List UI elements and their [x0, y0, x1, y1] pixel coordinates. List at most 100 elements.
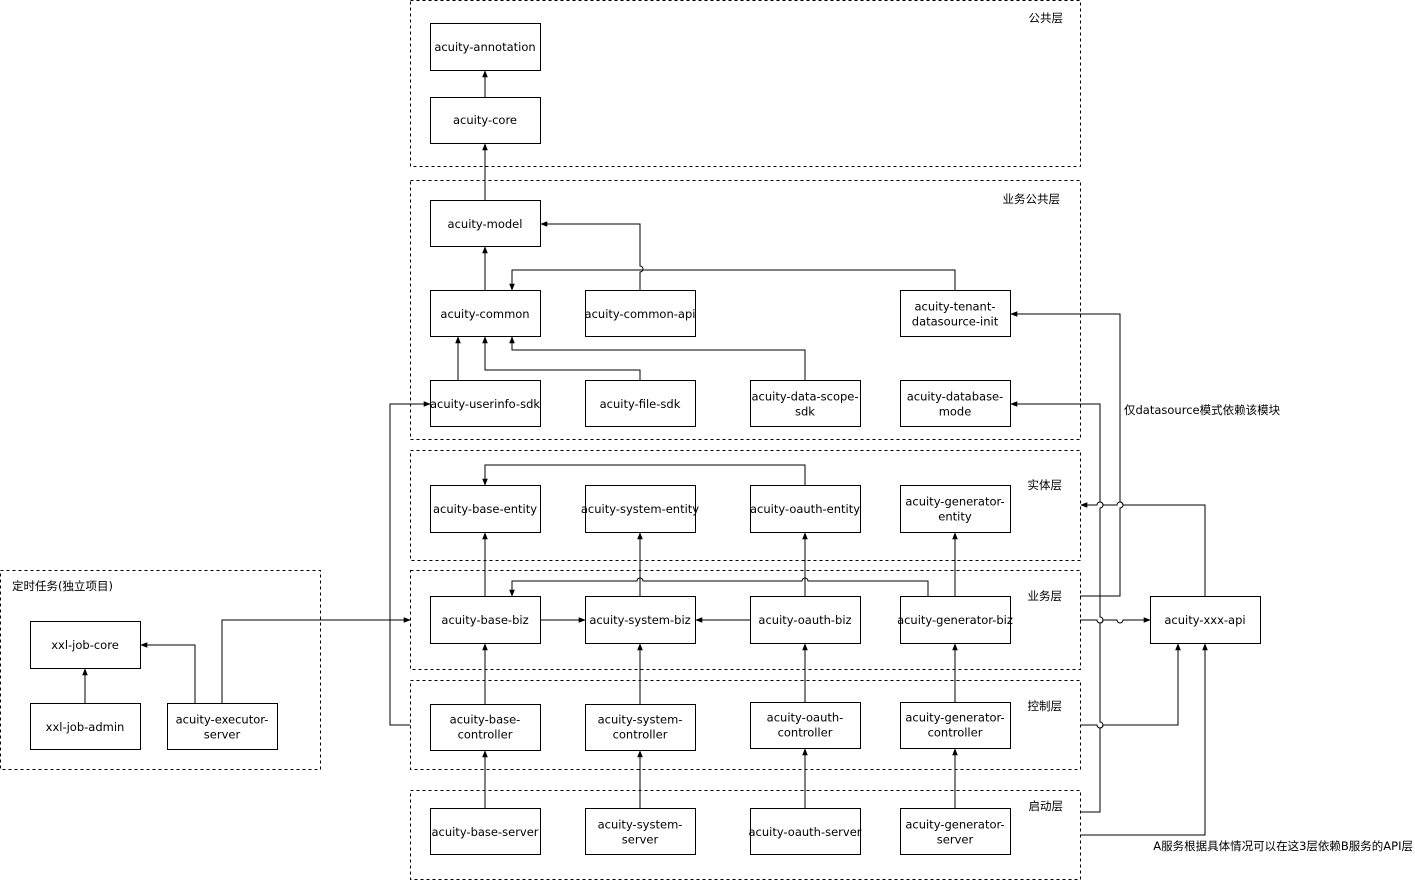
layer-job: 定时任务(独立项目): [0, 570, 321, 770]
node-label-line: acuity-userinfo-sdk: [430, 397, 540, 411]
node-label: acuity-core: [453, 113, 517, 127]
node-label-line: entity: [938, 510, 972, 524]
node-label: acuity-tenant-datasource-init: [912, 300, 999, 329]
node-label-line: acuity-database-: [907, 390, 1004, 404]
node-label-line: acuity-base-entity: [433, 502, 537, 516]
node-acuity-generator-controller[interactable]: acuity-generator-controller: [900, 702, 1011, 749]
node-acuity-common[interactable]: acuity-common: [430, 290, 541, 337]
node-label: acuity-database-mode: [907, 390, 1004, 419]
node-acuity-xxx-api[interactable]: acuity-xxx-api: [1150, 596, 1261, 644]
layer-startup-label: 启动层: [1029, 799, 1064, 813]
nodes: acuity-annotation acuity-core acuity-mod…: [30, 23, 1261, 855]
node-label-line: acuity-generator-: [905, 818, 1004, 832]
node-acuity-oauth-server[interactable]: acuity-oauth-server: [748, 808, 862, 855]
node-acuity-system-biz[interactable]: acuity-system-biz: [585, 596, 696, 644]
node-label: acuity-common-api: [585, 307, 696, 321]
node-label-line: acuity-annotation: [434, 40, 535, 54]
node-label-line: acuity-base-: [450, 713, 521, 727]
node-label-line: acuity-system-biz: [589, 613, 690, 627]
edge-filesdk-common: [482, 336, 641, 380]
node-label-line: acuity-system-: [598, 713, 683, 727]
node-label: acuity-common: [440, 307, 529, 321]
edge-controllerlayer-userinfo: [389, 401, 431, 726]
edge-xxxapi-entitylayer: [1080, 501, 1206, 596]
layer-job-label: 定时任务(独立项目): [12, 579, 113, 593]
layer-biz-label: 业务层: [1028, 589, 1063, 603]
node-label: acuity-annotation: [434, 40, 535, 54]
node-acuity-base-server[interactable]: acuity-base-server: [430, 808, 541, 855]
node-acuity-data-scope-sdk[interactable]: acuity-data-scope-sdk: [750, 380, 861, 427]
node-acuity-model[interactable]: acuity-model: [430, 200, 541, 247]
node-label-line: acuity-xxx-api: [1164, 613, 1245, 627]
layer-common-label: 公共层: [1029, 11, 1064, 25]
node-label: acuity-generator-entity: [905, 495, 1004, 524]
node-label-line: controller: [613, 728, 668, 742]
node-label-line: acuity-core: [453, 113, 517, 127]
node-acuity-oauth-controller[interactable]: acuity-oauth-controller: [750, 702, 861, 749]
node-label-line: controller: [458, 728, 513, 742]
edge-executor-xxlcore: [140, 642, 196, 703]
node-label: acuity-base-server: [431, 825, 538, 839]
node-acuity-system-entity[interactable]: acuity-system-entity: [581, 485, 699, 533]
node-label-line: acuity-model: [448, 217, 523, 231]
layer-entity: 实体层: [410, 450, 1081, 561]
node-label-line: acuity-generator-biz: [897, 613, 1013, 627]
edge-startuplayer-xxxapi: [1080, 643, 1208, 836]
node-acuity-userinfo-sdk[interactable]: acuity-userinfo-sdk: [430, 380, 541, 427]
node-label-line: acuity-common: [440, 307, 529, 321]
node-acuity-generator-server[interactable]: acuity-generator-server: [900, 808, 1011, 855]
node-label-line: server: [937, 833, 974, 847]
layer-common: 公共层: [410, 0, 1081, 167]
node-label-line: datasource-init: [912, 315, 999, 329]
node-label: acuity-oauth-server: [748, 825, 861, 839]
node-acuity-oauth-entity[interactable]: acuity-oauth-entity: [750, 485, 861, 533]
node-label-line: server: [622, 833, 659, 847]
node-label: acuity-data-scope-sdk: [751, 390, 858, 419]
edge-datascope-common: [509, 336, 806, 380]
node-label-line: acuity-common-api: [585, 307, 696, 321]
node-label: acuity-system-server: [598, 818, 683, 847]
node-acuity-base-biz[interactable]: acuity-base-biz: [430, 596, 541, 644]
edge-bizlayer-xxxapi: [1080, 617, 1151, 624]
node-acuity-base-controller[interactable]: acuity-base-controller: [430, 704, 541, 751]
node-label-line: xxl-job-admin: [46, 720, 125, 734]
node-acuity-common-api[interactable]: acuity-common-api: [585, 290, 696, 337]
node-label-line: controller: [778, 726, 833, 740]
edge-commonapi-model: [540, 221, 644, 290]
note-datasource-only: 仅datasource模式依赖该模块: [1124, 403, 1281, 417]
node-acuity-executor-server[interactable]: acuity-executor-server: [167, 703, 278, 750]
node-acuity-annotation[interactable]: acuity-annotation: [430, 23, 541, 71]
node-acuity-core[interactable]: acuity-core: [430, 97, 541, 144]
node-acuity-base-entity[interactable]: acuity-base-entity: [430, 485, 541, 533]
layer-entity-label: 实体层: [1028, 478, 1063, 492]
node-label-line: controller: [928, 726, 983, 740]
layer-biz-common-label: 业务公共层: [1003, 192, 1061, 206]
node-label: acuity-executor-server: [176, 713, 269, 742]
node-acuity-tenant-datasource-init[interactable]: acuity-tenant-datasource-init: [900, 290, 1011, 337]
node-label-line: acuity-system-entity: [581, 502, 699, 516]
node-acuity-system-server[interactable]: acuity-system-server: [585, 808, 696, 855]
edge-bizlayer-tenantinit: [1010, 311, 1124, 597]
node-label-line: acuity-executor-: [176, 713, 269, 727]
edge-startuplayer-databasemode: [1010, 401, 1104, 813]
node-label-line: server: [204, 728, 241, 742]
node-label-line: acuity-tenant-: [915, 300, 996, 314]
node-acuity-generator-entity[interactable]: acuity-generator-entity: [900, 485, 1011, 533]
node-label-line: acuity-oauth-entity: [750, 502, 860, 516]
node-xxl-job-core[interactable]: xxl-job-core: [30, 621, 141, 669]
node-acuity-oauth-biz[interactable]: acuity-oauth-biz: [750, 596, 861, 644]
node-acuity-system-controller[interactable]: acuity-system-controller: [585, 704, 696, 751]
node-label: acuity-oauth-controller: [767, 711, 844, 740]
node-label: acuity-base-controller: [450, 713, 521, 742]
node-acuity-file-sdk[interactable]: acuity-file-sdk: [585, 380, 696, 427]
node-label-line: acuity-data-scope-: [751, 390, 858, 404]
node-label-line: acuity-oauth-server: [748, 825, 861, 839]
node-xxl-job-admin[interactable]: xxl-job-admin: [30, 703, 141, 750]
layer-biz-common: 业务公共层: [410, 180, 1081, 440]
node-label-line: acuity-oauth-biz: [758, 613, 851, 627]
node-acuity-generator-biz[interactable]: acuity-generator-biz: [897, 596, 1013, 644]
node-label-line: mode: [939, 405, 972, 419]
node-acuity-database-mode[interactable]: acuity-database-mode: [900, 380, 1011, 427]
edge-controllerlayer-xxxapi: [1080, 643, 1181, 729]
node-label: acuity-base-biz: [441, 613, 528, 627]
